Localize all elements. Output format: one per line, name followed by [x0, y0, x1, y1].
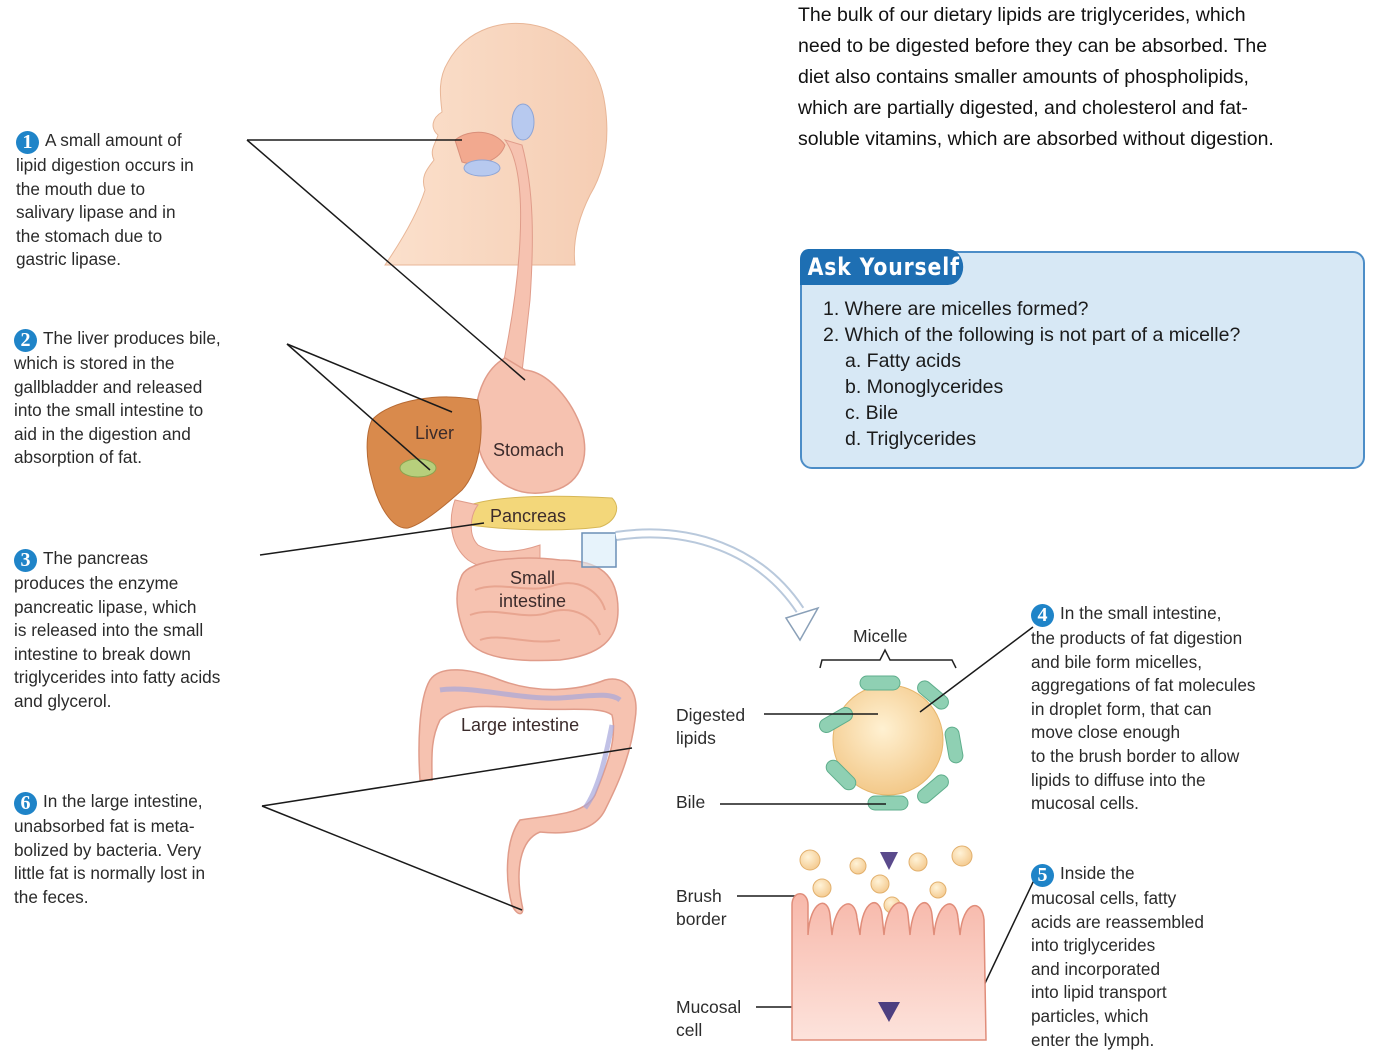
question-1: 1. Where are micelles formed?	[823, 298, 1089, 321]
step-5-badge: 5	[1031, 864, 1054, 887]
label-liver: Liver	[415, 423, 454, 444]
large-intestine-shape	[419, 670, 636, 914]
step-6-text: In the large intestine, unabsorbed fat i…	[14, 791, 205, 907]
label-micelle: Micelle	[853, 626, 907, 647]
gallbladder-shape	[400, 459, 436, 477]
step-3-badge: 3	[14, 549, 37, 572]
step-2-badge: 2	[14, 329, 37, 352]
ear-shape	[512, 104, 534, 140]
option-c: c. Bile	[845, 402, 898, 425]
step-4-text: In the small intestine, the products of …	[1031, 603, 1256, 813]
question-2: 2. Which of the following is not part of…	[823, 324, 1240, 347]
label-stomach: Stomach	[493, 440, 564, 461]
ask-yourself-title: Ask Yourself	[800, 249, 963, 285]
step-6-badge: 6	[14, 792, 37, 815]
label-bile: Bile	[676, 792, 705, 813]
label-large-intestine: Large intestine	[461, 715, 579, 736]
option-d: d. Triglycerides	[845, 428, 976, 451]
step-3-text: The pancreas produces the enzyme pancrea…	[14, 548, 220, 711]
step-1-badge: 1	[16, 131, 39, 154]
step-1-text: A small amount of lipid digestion occurs…	[16, 130, 194, 269]
zoom-box	[582, 533, 616, 567]
step-4-badge: 4	[1031, 604, 1054, 627]
step-2-text: The liver produces bile, which is stored…	[14, 328, 221, 467]
label-pancreas: Pancreas	[490, 506, 566, 527]
option-b: b. Monoglycerides	[845, 376, 1003, 399]
option-a: a. Fatty acids	[845, 350, 961, 373]
label-mucosal-cell: Mucosal cell	[676, 996, 741, 1042]
label-digested-lipids: Digested lipids	[676, 704, 745, 750]
stomach-shape	[475, 358, 584, 493]
label-brush-border: Brush border	[676, 885, 727, 931]
salivary-gland	[464, 160, 500, 176]
label-small-intestine: Small intestine	[499, 567, 566, 613]
intro-paragraph: The bulk of our dietary lipids are trigl…	[798, 0, 1373, 155]
step-5-text: Inside the mucosal cells, fatty acids ar…	[1031, 863, 1204, 1050]
micelle-brace	[820, 650, 956, 668]
